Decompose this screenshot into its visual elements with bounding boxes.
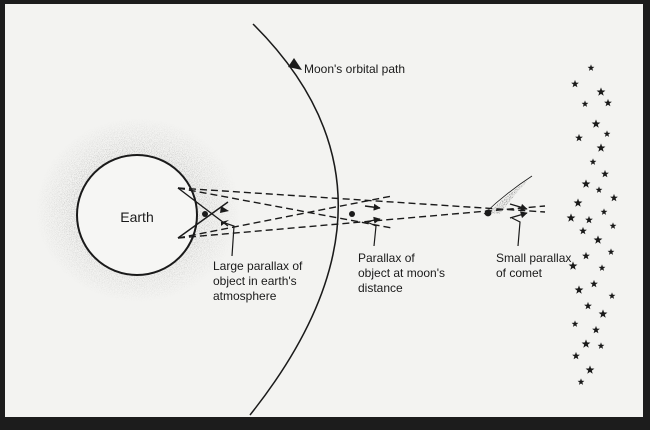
moon-orbit-arc (249, 23, 339, 416)
star-icon (579, 226, 587, 235)
star-icon (601, 169, 609, 178)
star-field (566, 64, 618, 385)
star-icon (571, 79, 579, 88)
moon-parallax-line-1: Parallax of (358, 251, 415, 265)
moon-parallax-line-2: object at moon's (358, 266, 445, 280)
moon-distance-object-dot (349, 211, 355, 217)
moon-parallax-arrows (364, 203, 381, 224)
star-icon (598, 309, 608, 318)
star-icon (575, 133, 583, 142)
atmosphere-parallax-lines (177, 187, 229, 239)
large-parallax-line-2: object in earth's (213, 274, 297, 288)
orbit-direction-arrow (288, 58, 302, 70)
comet-arrow-lower (509, 211, 528, 219)
comet-parallax-line-1: Small parallax (496, 251, 571, 265)
large-parallax-line-1: Large parallax of (213, 259, 303, 273)
star-icon (600, 208, 608, 215)
star-icon (577, 378, 585, 385)
star-icon (568, 261, 578, 270)
star-icon (608, 292, 616, 299)
moon-parallax-line-3: distance (358, 281, 403, 295)
sight-line-lower-to-moon (177, 195, 393, 239)
atm-line-1 (177, 187, 229, 227)
moon-orbit-label: Moon's orbital path (304, 62, 405, 76)
star-icon (566, 213, 576, 222)
star-icon (585, 365, 595, 374)
star-icon (593, 235, 603, 244)
atm-line-2 (177, 201, 229, 239)
earth-label: Earth (120, 209, 153, 225)
star-icon (581, 339, 591, 348)
star-icon (582, 251, 590, 260)
comet-parallax-line-2: of comet (496, 266, 543, 280)
star-icon (581, 179, 591, 188)
leader-comet-parallax (511, 217, 521, 247)
star-icon (603, 130, 611, 137)
star-icon (604, 98, 612, 107)
star-icon (596, 143, 606, 152)
star-icon (596, 87, 606, 96)
leader-large-parallax (221, 221, 235, 257)
large-parallax-line-3: atmosphere (213, 289, 277, 303)
star-icon (585, 215, 593, 224)
star-icon (572, 351, 580, 360)
star-icon (573, 198, 583, 207)
large-parallax-label: Large parallax of object in earth's atmo… (213, 259, 306, 303)
star-icon (590, 279, 598, 288)
comet-parallax-label: Small parallax of comet (496, 251, 575, 280)
star-icon (581, 100, 589, 107)
star-icon (607, 248, 615, 255)
star-icon (597, 342, 605, 349)
comet-parallax-arrows (509, 203, 528, 219)
leader-moon-parallax (366, 221, 377, 247)
moon-arrow-lower (364, 216, 381, 224)
star-icon (595, 186, 603, 193)
star-icon (574, 285, 584, 294)
comet-arrow-upper (509, 203, 528, 211)
sight-line-lower-to-comet (177, 205, 546, 239)
star-icon (610, 193, 618, 202)
star-icon (589, 158, 597, 165)
leader-lines (221, 217, 521, 257)
star-icon (571, 320, 579, 327)
comet-icon (483, 175, 533, 217)
atm-arrow-upper (220, 206, 229, 213)
moon-parallax-label: Parallax of object at moon's distance (358, 251, 448, 295)
earth-circle (76, 154, 198, 276)
sight-line-upper-to-moon (177, 187, 393, 229)
star-icon (591, 119, 601, 128)
star-icon (592, 325, 600, 334)
star-icon (587, 64, 595, 71)
atmosphere-object-dot (202, 211, 208, 217)
sight-lines (177, 187, 546, 239)
sight-line-upper-to-comet (177, 187, 546, 213)
star-icon (598, 264, 606, 271)
moon-arrow-upper (364, 203, 381, 211)
star-icon (609, 222, 617, 229)
star-icon (584, 301, 592, 310)
